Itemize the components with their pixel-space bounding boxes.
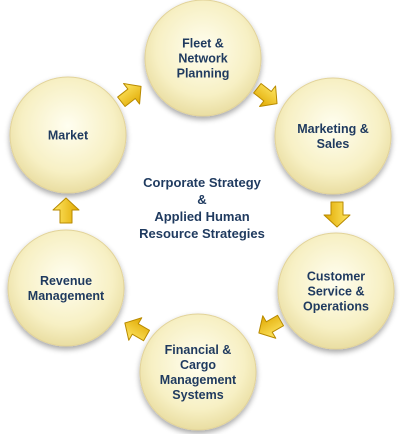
arrow-right-icon [323,201,351,228]
node-label-line: Management [28,289,105,303]
node-label-line: Financial & [165,343,232,357]
node-label-line: Management [160,373,237,387]
center-label-line-1: Corporate Strategy [143,175,262,190]
arrow-right-icon [258,314,285,339]
node-label-line: Operations [303,300,369,314]
center-label-line-2: & [197,192,206,207]
arrow-right-icon [117,83,142,108]
node-marketing-sales: Marketing &Sales [274,77,392,195]
node-label-line: Fleet & [182,37,224,51]
arrow-right-icon [52,197,80,224]
node-label-line: Cargo [180,358,216,372]
arrow-right-icon [253,82,278,107]
center-label-line-4: Resource Strategies [139,226,265,241]
arrow-right-icon [124,317,151,342]
node-circle [144,0,262,117]
node-market: Market [9,76,127,194]
node-label-line: Systems [172,388,223,402]
node-circle [9,76,127,194]
node-label-line: Sales [317,137,350,151]
node-label-line: Network [178,52,227,66]
node-circle [7,229,125,347]
arrows-layer [52,82,351,342]
center-label-line-3: Applied Human [154,209,249,224]
node-label-line: Customer [307,270,365,284]
node-label-line: Marketing & [297,122,369,136]
node-label-line: Planning [177,67,230,81]
node-label-line: Revenue [40,274,92,288]
center-label-group: Corporate Strategy & Applied Human Resou… [139,175,265,241]
node-circle [274,77,392,195]
node-circle [277,232,395,350]
node-circle [139,313,257,431]
node-label-line: Service & [308,285,365,299]
node-label-line: Market [48,129,89,143]
